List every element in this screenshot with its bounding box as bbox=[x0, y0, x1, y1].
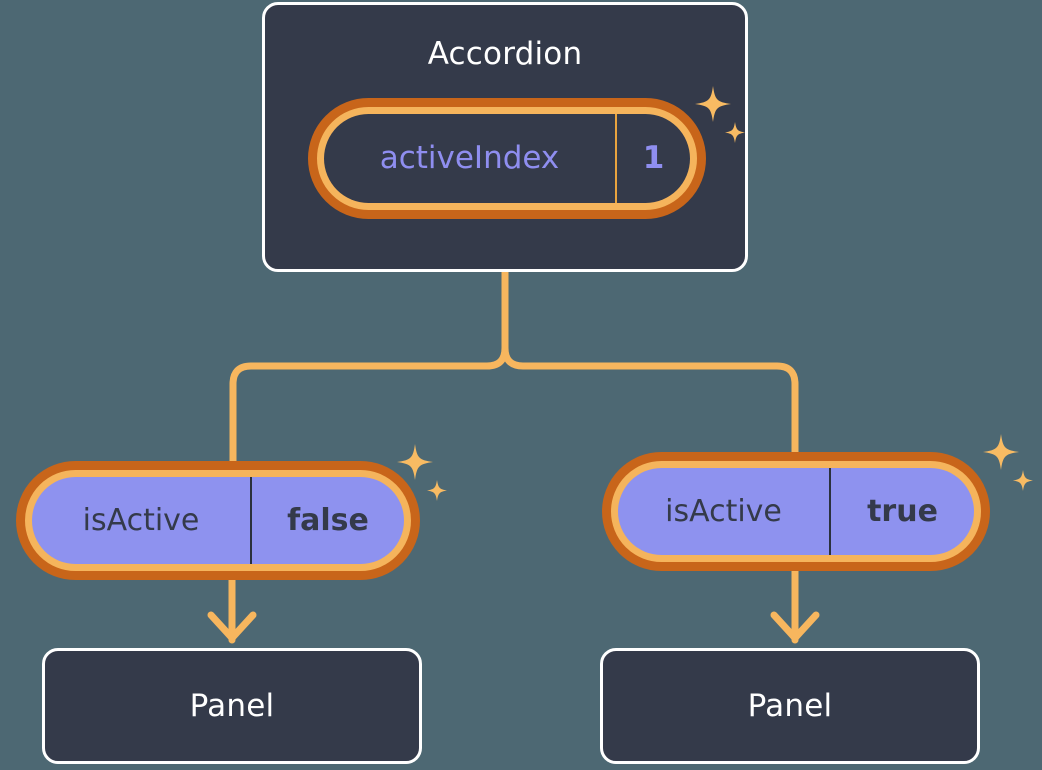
state-key-label: activeIndex bbox=[324, 114, 617, 203]
state-pill-active-index[interactable]: activeIndex 1 bbox=[308, 98, 706, 219]
state-pill-is-active-true[interactable]: isActive true bbox=[602, 452, 990, 571]
state-pill-inner: activeIndex 1 bbox=[324, 114, 690, 203]
state-pill-is-active-false[interactable]: isActive false bbox=[16, 461, 420, 580]
arrowhead-right-panel bbox=[770, 611, 820, 642]
state-pill-inner: isActive true bbox=[618, 468, 974, 555]
edge-accordion-to-right-state bbox=[501, 344, 799, 456]
sparkle-four-point-large bbox=[983, 434, 1019, 470]
state-value-label: false bbox=[287, 502, 369, 538]
component-card-panel-left[interactable]: Panel bbox=[42, 648, 422, 764]
component-title: Panel bbox=[189, 687, 275, 724]
sparkle-four-point-small bbox=[427, 480, 447, 501]
state-pill-inner: isActive false bbox=[32, 477, 404, 564]
sparkle-four-point-large bbox=[397, 444, 433, 480]
state-key-label: isActive bbox=[618, 468, 831, 555]
sparkle-four-point-small bbox=[1013, 470, 1033, 491]
component-card-panel-right[interactable]: Panel bbox=[600, 648, 980, 764]
arrowhead-left-panel bbox=[207, 611, 257, 642]
sparkle-icon-right-state bbox=[983, 434, 1033, 491]
component-title: Panel bbox=[747, 687, 833, 724]
state-value-label: 1 bbox=[642, 140, 665, 176]
component-title: Accordion bbox=[427, 36, 583, 72]
edge-accordion-to-left-state bbox=[229, 344, 509, 466]
state-key-label: isActive bbox=[32, 477, 252, 564]
state-value-label: true bbox=[867, 493, 938, 529]
